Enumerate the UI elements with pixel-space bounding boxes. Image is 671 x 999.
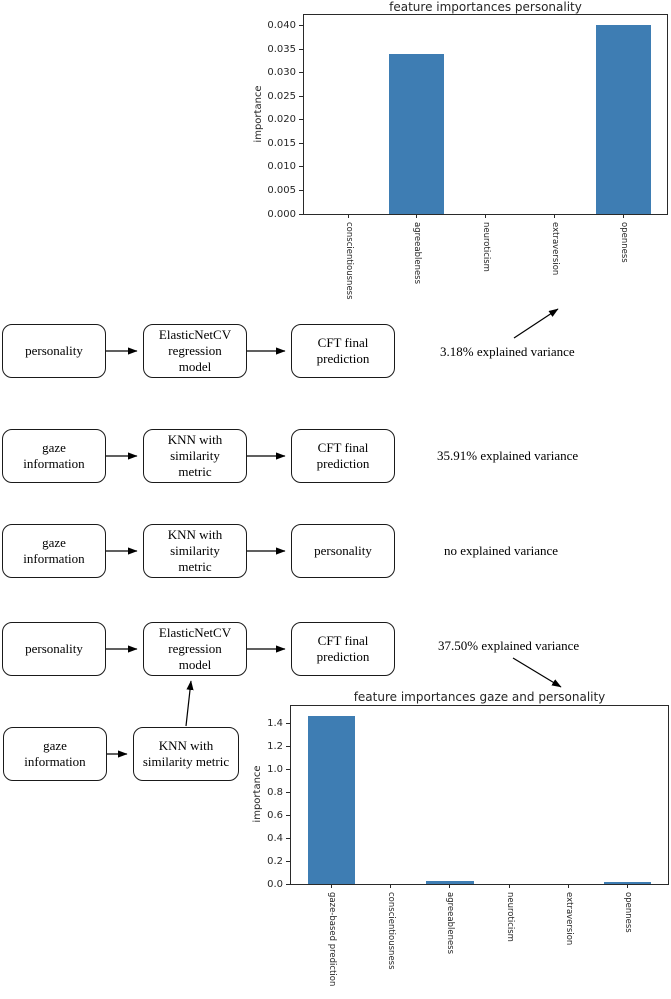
flow-box-elasticnetcv: ElasticNetCV regression model <box>143 324 247 378</box>
flow-box-cft-final-prediction: CFT final prediction <box>291 622 395 676</box>
flow-box-knn: KNN with similarity metric <box>133 727 239 781</box>
arrow-knn-to-elasticnetcv <box>185 680 194 727</box>
flow-box-label: CFT final prediction <box>316 439 370 471</box>
flow-box-personality: personality <box>2 622 106 676</box>
flow-box-cft-final-prediction: CFT final prediction <box>291 429 395 483</box>
flow-box-label: CFT final prediction <box>316 632 370 664</box>
flow-box-elasticnetcv: ElasticNetCV regression model <box>143 622 247 676</box>
flow-box-personality: personality <box>2 324 106 378</box>
explained-variance-note: no explained variance <box>444 543 559 558</box>
flow-box-label: ElasticNetCV regression model <box>158 624 232 673</box>
explained-variance-note: 37.50% explained variance <box>438 638 580 653</box>
flow-box-knn: KNN with similarity metric <box>143 524 247 578</box>
flow-box-label: KNN with similarity metric <box>167 431 223 480</box>
flow-box-label: KNN with similarity metric <box>167 526 223 575</box>
explained-variance-note: 35.91% explained variance <box>437 448 579 463</box>
flow-box-knn: KNN with similarity metric <box>143 429 247 483</box>
flow-box-gaze-information: gaze information <box>3 727 107 781</box>
flow-box-label: gaze information <box>23 439 85 471</box>
flow-box-label: CFT final prediction <box>316 334 370 366</box>
flow-box-gaze-information: gaze information <box>2 524 106 578</box>
flow-box-label: personality <box>25 342 83 358</box>
flow-box-label: KNN with similarity metric <box>142 737 230 769</box>
flow-box-label: personality <box>314 542 372 558</box>
arrow-note1-to-top-chart <box>513 308 559 339</box>
flow-box-label: ElasticNetCV regression model <box>158 326 232 375</box>
flow-box-label: gaze information <box>23 534 85 566</box>
flow-box-personality: personality <box>291 524 395 578</box>
flow-box-gaze-information: gaze information <box>2 429 106 483</box>
explained-variance-note: 3.18% explained variance <box>440 344 575 359</box>
flow-box-label: personality <box>25 640 83 656</box>
arrow-note4-to-bottom-chart <box>512 657 562 688</box>
flow-box-label: gaze information <box>24 737 86 769</box>
flow-box-cft-final-prediction: CFT final prediction <box>291 324 395 378</box>
